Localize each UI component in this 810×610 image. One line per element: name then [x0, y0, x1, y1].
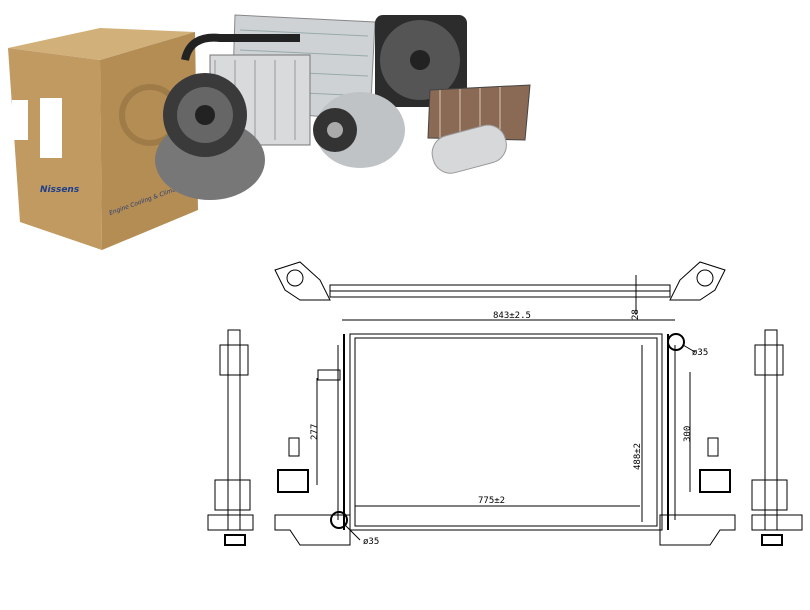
dim-core-height: 488±2: [633, 443, 643, 470]
fan-icon: [375, 15, 467, 107]
side-view-left: [207, 329, 254, 546]
side-view-right: [751, 329, 803, 546]
dim-diameter-top: ø35: [692, 348, 708, 358]
brand-logo: Nissens: [40, 185, 80, 195]
blower-motor-icon: [155, 73, 265, 200]
pipe-bottom: [330, 511, 348, 529]
dim-overall-width: 843±2.5: [493, 311, 531, 321]
dryer-icon: [431, 124, 507, 174]
box-icon: Nissens Engine Cooling & Climate: [8, 28, 198, 250]
top-view: [274, 261, 726, 315]
compressor-icon: [313, 92, 405, 168]
pipe-top: [667, 333, 685, 351]
dim-core-width: 775±2: [478, 496, 505, 506]
dim-diameter-bottom: ø35: [363, 537, 379, 547]
heater-core-icon: [427, 84, 531, 141]
front-view: [274, 333, 736, 546]
dim-277: 277: [310, 424, 320, 440]
hose-icon: [181, 33, 300, 62]
dim-300: 300: [683, 426, 693, 442]
dim-28: 28: [631, 309, 641, 320]
